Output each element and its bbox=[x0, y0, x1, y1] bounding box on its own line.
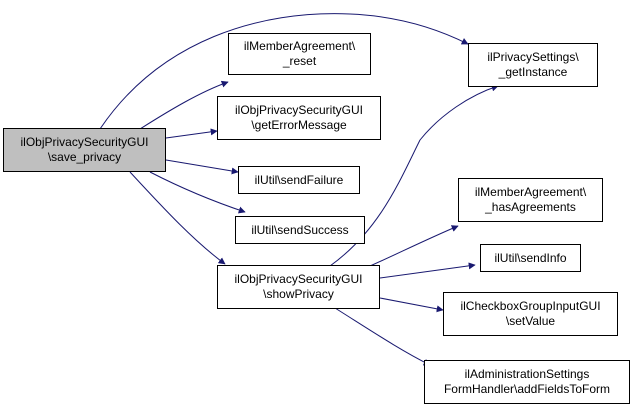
node-send-info[interactable]: ilUtil\sendInfo bbox=[480, 244, 581, 272]
node-add-fields-to-form[interactable]: ilAdministrationSettings FormHandler\add… bbox=[424, 360, 630, 404]
node-get-error-message-line2: \getErrorMessage bbox=[251, 118, 347, 132]
node-show-privacy-line1: ilObjPrivacySecurityGUI bbox=[234, 272, 363, 286]
edge-save-to-geterrormessage bbox=[165, 128, 218, 139]
node-member-agreement-reset[interactable]: ilMemberAgreement\ _reset bbox=[228, 33, 371, 75]
node-set-value-line2: \setValue bbox=[505, 314, 556, 328]
node-send-failure[interactable]: ilUtil\sendFailure bbox=[238, 166, 360, 194]
edge-show-to-addfields bbox=[334, 307, 431, 366]
node-send-info-label: ilUtil\sendInfo bbox=[494, 250, 567, 265]
node-save-privacy[interactable]: ilObjPrivacySecurityGUI \save_privacy bbox=[3, 128, 166, 172]
node-has-agreements-line2: _hasAgreements bbox=[485, 200, 576, 214]
node-save-privacy-line2: \save_privacy bbox=[47, 150, 122, 164]
node-show-privacy[interactable]: ilObjPrivacySecurityGUI \showPrivacy bbox=[217, 265, 380, 309]
node-save-privacy-line1: ilObjPrivacySecurityGUI bbox=[20, 135, 149, 149]
node-get-instance-line2: _getInstance bbox=[498, 65, 568, 79]
node-reset-line1: ilMemberAgreement\ bbox=[243, 39, 356, 53]
node-member-agreement-has-agreements[interactable]: ilMemberAgreement\ _hasAgreements bbox=[458, 178, 603, 222]
node-get-error-message-line1: ilObjPrivacySecurityGUI bbox=[234, 103, 364, 117]
edge-save-to-getinstance bbox=[99, 13, 469, 130]
node-has-agreements-line1: ilMemberAgreement\ bbox=[474, 185, 587, 199]
edge-save-to-reset bbox=[139, 80, 229, 130]
node-checkbox-set-value[interactable]: ilCheckboxGroupInputGUI \setValue bbox=[443, 292, 618, 336]
node-show-privacy-line2: \showPrivacy bbox=[263, 287, 334, 301]
node-reset-line2: _reset bbox=[282, 54, 317, 68]
node-send-success[interactable]: ilUtil\sendSuccess bbox=[235, 216, 365, 244]
node-add-fields-line1: ilAdministrationSettings bbox=[464, 367, 590, 381]
node-send-success-label: ilUtil\sendSuccess bbox=[251, 222, 349, 237]
node-add-fields-line2: FormHandler\addFieldsToForm bbox=[443, 382, 611, 396]
node-get-error-message[interactable]: ilObjPrivacySecurityGUI \getErrorMessage bbox=[217, 96, 381, 140]
edge-show-to-sendinfo bbox=[379, 262, 476, 279]
node-send-failure-label: ilUtil\sendFailure bbox=[254, 172, 344, 187]
edge-save-to-showprivacy bbox=[129, 171, 226, 265]
edge-show-to-setvalue bbox=[379, 297, 444, 313]
node-set-value-line1: ilCheckboxGroupInputGUI bbox=[460, 299, 601, 313]
node-get-instance-line1: ilPrivacySettings\ bbox=[487, 50, 579, 64]
node-privacy-settings-get-instance[interactable]: ilPrivacySettings\ _getInstance bbox=[468, 43, 598, 87]
edge-show-to-hasagreements bbox=[369, 225, 459, 267]
edge-save-to-sendsuccess bbox=[149, 171, 246, 214]
edge-save-to-sendfailure bbox=[165, 159, 239, 175]
